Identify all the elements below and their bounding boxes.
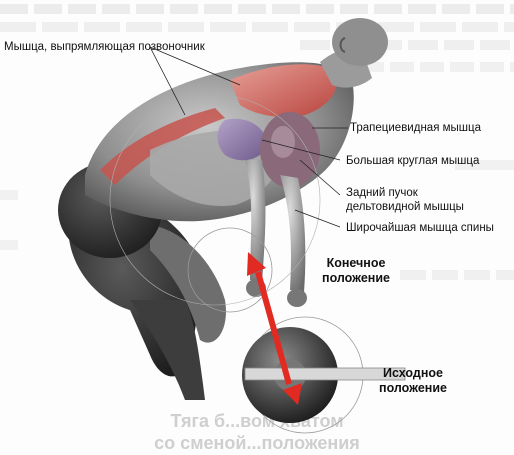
right-hand (287, 289, 307, 307)
label-end-position-line2: положение (322, 271, 390, 285)
head (332, 18, 388, 66)
thigh-right (150, 225, 226, 343)
ear (339, 37, 346, 53)
label-start-position-line1: Исходное (383, 366, 443, 380)
movement-arrow-head-up (247, 252, 266, 276)
left-arm (245, 160, 266, 282)
label-rear-delt-line2: дельтовидной мышцы (346, 201, 464, 213)
teres-major-muscle (217, 118, 268, 161)
label-end-position-line1: Конечное (326, 256, 386, 270)
label-trapezius: Трапециевидная мышца (350, 122, 481, 134)
motion-guide-upper (187, 227, 273, 313)
movement-arrow-head-down (283, 383, 302, 405)
label-lats: Широчайшая мышца спины (346, 222, 494, 234)
movement-arrow-shaft (255, 271, 292, 385)
lower-leg (130, 300, 205, 400)
label-teres-major: Большая круглая мышца (346, 155, 480, 167)
background-caption-line2: со сменой...положения (154, 433, 360, 453)
label-erector-spinae: Мышца, выпрямляющая позвоночник (4, 41, 205, 53)
label-rear-delt-line1: Задний пучок (346, 187, 418, 199)
motion-guide-arc (109, 94, 321, 306)
leader-lines (149, 46, 348, 228)
label-start-position-line2: положение (379, 381, 447, 395)
